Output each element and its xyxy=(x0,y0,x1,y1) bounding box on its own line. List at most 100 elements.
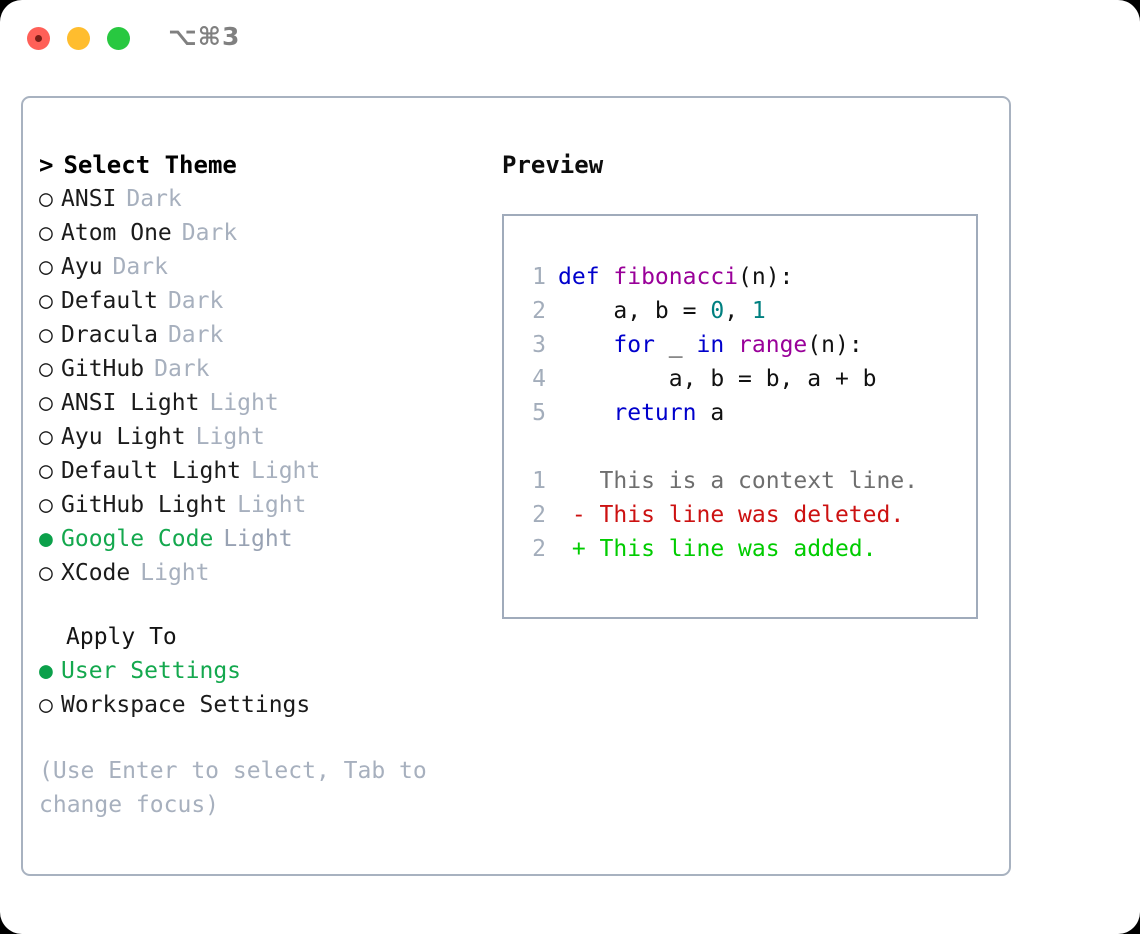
diff-text: This line was added. xyxy=(599,536,877,562)
radio-unselected-icon: ○ xyxy=(39,492,53,518)
theme-kind-badge: Light xyxy=(140,560,210,586)
apply-to-option-label: Workspace Settings xyxy=(61,692,311,718)
code-token: , xyxy=(724,298,752,324)
theme-name: Default xyxy=(61,288,158,314)
radio-unselected-icon: ○ xyxy=(39,356,53,382)
line-number: 3 xyxy=(532,332,546,358)
code-line: 5 return a xyxy=(504,396,976,430)
window-title: ⌥⌘3 xyxy=(168,22,241,51)
radio-unselected-icon: ○ xyxy=(39,692,53,718)
theme-kind-badge: Light xyxy=(251,458,321,484)
theme-list-item[interactable]: ○ ANSI Dark xyxy=(39,182,469,216)
theme-list-item[interactable]: ○ GitHub Dark xyxy=(39,352,469,386)
diff-line: 2 - This line was deleted. xyxy=(504,498,976,532)
code-token: a, b = b, a + b xyxy=(558,366,877,392)
line-number: 2 xyxy=(532,536,546,562)
maximize-window-button[interactable] xyxy=(107,27,130,50)
code-line: 4 a, b = b, a + b xyxy=(504,362,976,396)
diff-text: This line was deleted. xyxy=(599,502,905,528)
radio-unselected-icon: ○ xyxy=(39,560,53,586)
radio-selected-icon: ● xyxy=(39,526,53,552)
theme-kind-badge: Light xyxy=(209,390,279,416)
theme-kind-badge: Light xyxy=(237,492,307,518)
theme-name: XCode xyxy=(61,560,131,586)
radio-unselected-icon: ○ xyxy=(39,424,53,450)
diff-text: This is a context line. xyxy=(599,468,919,494)
theme-name: Dracula xyxy=(61,322,158,348)
theme-kind-badge: Dark xyxy=(112,254,168,280)
line-number: 2 xyxy=(532,298,546,324)
radio-unselected-icon: ○ xyxy=(39,288,53,314)
theme-name: Google Code xyxy=(61,526,214,552)
code-token: a, b = xyxy=(558,298,711,324)
code-token: def xyxy=(558,264,614,290)
theme-name: Ayu Light xyxy=(61,424,186,450)
code-token: fibonacci xyxy=(613,264,739,290)
theme-list-item[interactable]: ● Google Code Light xyxy=(39,522,469,556)
theme-kind-badge: Dark xyxy=(154,356,210,382)
radio-unselected-icon: ○ xyxy=(39,322,53,348)
code-token xyxy=(558,400,613,426)
theme-name: Atom One xyxy=(61,220,172,246)
apply-to-options: ● User Settings ○ Workspace Settings xyxy=(39,654,469,722)
theme-list-title: >Select Theme xyxy=(39,148,469,182)
apply-to-section: Apply To ●User Settings○Workspace Settin… xyxy=(39,620,469,722)
close-window-button[interactable] xyxy=(27,27,50,50)
theme-list-item[interactable]: ○ Atom One Dark xyxy=(39,216,469,250)
theme-list-item[interactable]: ○ Ayu Light Light xyxy=(39,420,469,454)
radio-selected-icon: ● xyxy=(39,658,53,684)
theme-name: ANSI xyxy=(61,186,117,212)
apply-to-option[interactable]: ● User Settings xyxy=(39,654,469,688)
line-number: 5 xyxy=(532,400,546,426)
code-token: (n): xyxy=(807,332,863,358)
diff-marker xyxy=(558,468,600,494)
minimize-window-button[interactable] xyxy=(67,27,90,50)
theme-kind-badge: Dark xyxy=(126,186,182,212)
theme-kind-badge: Light xyxy=(195,424,265,450)
theme-kind-badge: Light xyxy=(223,526,293,552)
code-line: 2 a, b = 0, 1 xyxy=(504,294,976,328)
code-token xyxy=(724,332,738,358)
radio-unselected-icon: ○ xyxy=(39,186,53,212)
theme-list-item[interactable]: ○ Default Dark xyxy=(39,284,469,318)
theme-list-item[interactable]: ○ XCode Light xyxy=(39,556,469,590)
theme-list-item[interactable]: ○ Default Light Light xyxy=(39,454,469,488)
code-token: return xyxy=(613,400,697,426)
diff-sample: 1 This is a context line. 2 - This line w… xyxy=(504,464,976,566)
theme-name: GitHub Light xyxy=(61,492,228,518)
radio-unselected-icon: ○ xyxy=(39,390,53,416)
radio-unselected-icon: ○ xyxy=(39,458,53,484)
radio-unselected-icon: ○ xyxy=(39,220,53,246)
caret-icon: > xyxy=(39,151,54,179)
theme-name: Default Light xyxy=(61,458,242,484)
diff-marker: - xyxy=(558,502,600,528)
theme-name: GitHub xyxy=(61,356,145,382)
theme-kind-badge: Dark xyxy=(167,288,224,314)
code-token: range xyxy=(738,332,808,358)
code-token: 1 xyxy=(751,298,766,324)
code-token: (n): xyxy=(738,264,794,290)
help-text: (Use Enter to select, Tab to change focu… xyxy=(39,758,427,818)
code-token: 0 xyxy=(710,298,725,324)
apply-to-option-label: User Settings xyxy=(61,658,242,684)
line-number: 1 xyxy=(532,468,546,494)
code-line: 3 for _ in range(n): xyxy=(504,328,976,362)
theme-list-item[interactable]: ○ GitHub Light Light xyxy=(39,488,469,522)
theme-kind-badge: Dark xyxy=(167,322,224,348)
radio-unselected-icon: ○ xyxy=(39,254,53,280)
diff-line: 2 + This line was added. xyxy=(504,532,976,566)
code-token: in xyxy=(696,332,725,358)
title-bar: ⌥⌘3 xyxy=(0,0,1140,78)
code-token: for xyxy=(613,332,655,358)
theme-kind-badge: Dark xyxy=(181,220,238,246)
apply-to-option[interactable]: ○ Workspace Settings xyxy=(39,688,469,722)
theme-list-item[interactable]: ○ Dracula Dark xyxy=(39,318,469,352)
